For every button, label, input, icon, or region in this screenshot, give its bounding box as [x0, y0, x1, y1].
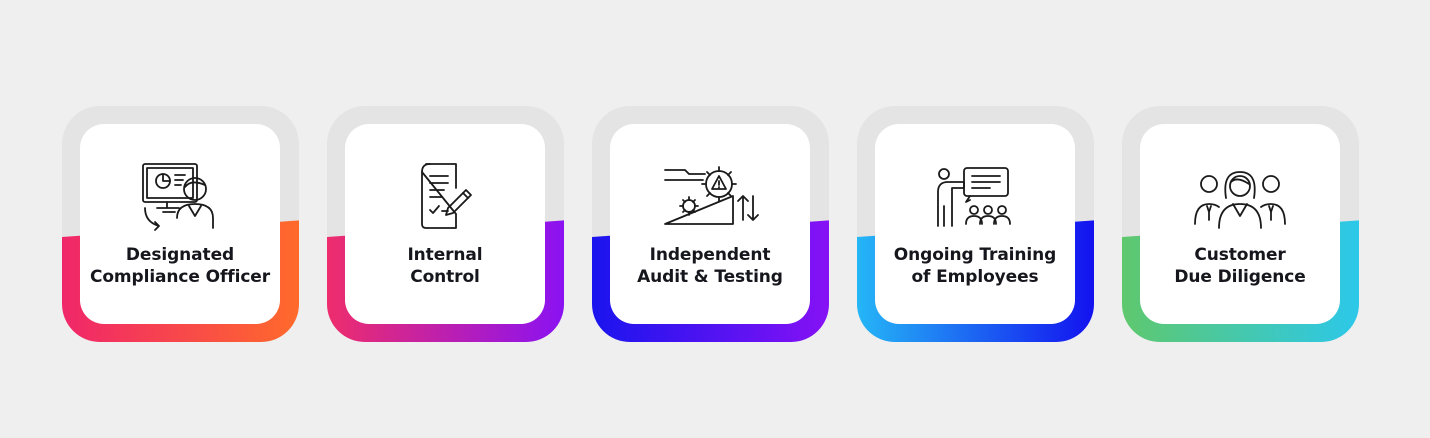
card-inner-panel: Internal Control: [345, 124, 545, 324]
card-ongoing-training: Ongoing Training of Employees: [857, 106, 1094, 342]
card-label: Designated Compliance Officer: [80, 244, 280, 288]
label-line-2: Due Diligence: [1174, 267, 1306, 287]
card-inner-panel: Designated Compliance Officer: [80, 124, 280, 324]
label-line-1: Internal: [407, 245, 483, 265]
card-inner-panel: Ongoing Training of Employees: [875, 124, 1075, 324]
card-label: Independent Audit & Testing: [610, 244, 810, 288]
document-checklist-pen-icon: [398, 162, 492, 232]
card-independent-audit-testing: Independent Audit & Testing: [592, 106, 829, 342]
label-line-1: Independent: [649, 245, 771, 265]
card-inner-panel: Independent Audit & Testing: [610, 124, 810, 324]
customer-group-icon: [1193, 162, 1287, 232]
label-line-2: Audit & Testing: [637, 267, 783, 287]
label-line-1: Designated: [125, 245, 235, 265]
training-presentation-icon: [928, 162, 1022, 232]
card-customer-due-diligence: Customer Due Diligence: [1122, 106, 1359, 342]
card-designated-compliance-officer: Designated Compliance Officer: [62, 106, 299, 342]
card-internal-control: Internal Control: [327, 106, 564, 342]
card-label: Ongoing Training of Employees: [875, 244, 1075, 288]
label-line-2: of Employees: [911, 267, 1039, 287]
card-label: Internal Control: [345, 244, 545, 288]
card-inner-panel: Customer Due Diligence: [1140, 124, 1340, 324]
label-line-2: Control: [410, 267, 480, 287]
card-label: Customer Due Diligence: [1140, 244, 1340, 288]
folder-gear-warning-icon: [663, 162, 759, 232]
label-line-1: Ongoing Training: [893, 245, 1057, 265]
label-line-1: Customer: [1194, 245, 1286, 265]
presentation-officer-icon: [133, 162, 227, 232]
label-line-2: Compliance Officer: [89, 267, 271, 287]
